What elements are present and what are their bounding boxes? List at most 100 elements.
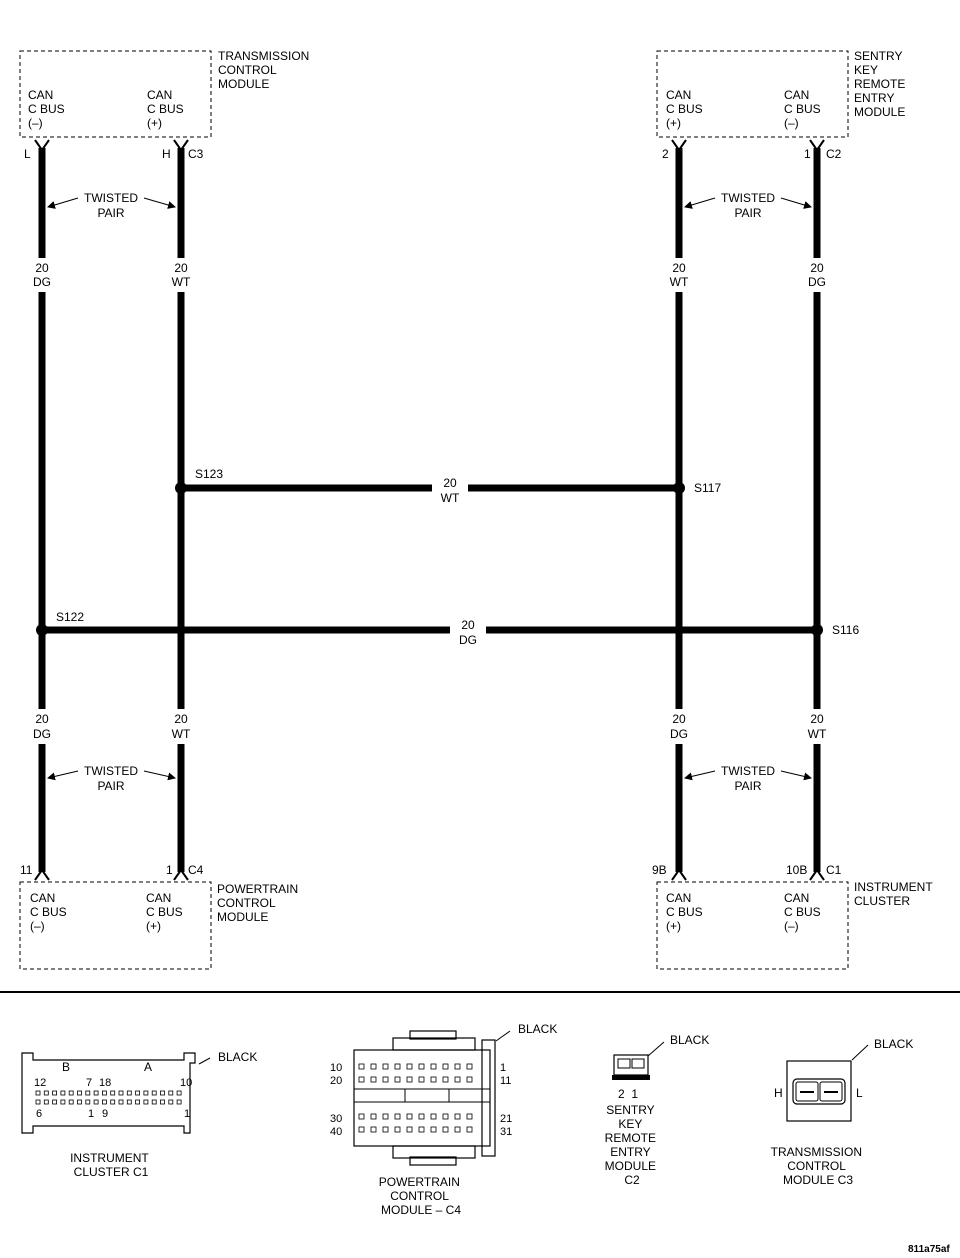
- pin-cavity: [394, 1113, 401, 1120]
- pin-cavity: [160, 1099, 165, 1105]
- pcm-module: POWERTRAIN CONTROL MODULE CAN C BUS (–) …: [19, 863, 298, 970]
- splice-label-s122: S122: [56, 610, 84, 624]
- pin-cavity: [151, 1099, 157, 1105]
- pin-cavity: [370, 1076, 377, 1083]
- ic-c1-pin-12: 12: [34, 1077, 46, 1089]
- pin-cavity: [382, 1126, 389, 1133]
- ic-pin-plus-label: CAN C BUS (+): [666, 891, 706, 933]
- pin-cavity: [168, 1099, 174, 1105]
- pin-cavity: [118, 1090, 124, 1096]
- pin-cavity: [358, 1076, 365, 1083]
- tcm-pin-minus-label: CAN C BUS (–): [28, 88, 68, 130]
- pcm-box: [19, 881, 212, 970]
- pcm-c4-pin-40: 40: [330, 1126, 342, 1138]
- pin-cavity: [358, 1126, 365, 1133]
- pin-cavity: [394, 1076, 401, 1083]
- pin-cavity: [85, 1099, 91, 1105]
- splice-label-s116: S116: [832, 623, 859, 637]
- ic-c1-pin-18: 18: [99, 1077, 111, 1089]
- pin-cavity: [93, 1090, 99, 1096]
- wire-gauge-label: 20: [174, 261, 188, 275]
- tcm-c3-pin-h: H: [774, 1086, 783, 1100]
- pin-cavity: [382, 1063, 389, 1070]
- wire-gauge-label: 20: [174, 712, 188, 726]
- tcm-connector-id: C3: [188, 147, 204, 161]
- ic-c1-pin-1b: 1: [184, 1108, 190, 1120]
- pin-cavity: [442, 1076, 449, 1083]
- pin-cavity: [406, 1126, 413, 1133]
- tcm-box: [19, 50, 212, 138]
- wire-gauge-label: 20: [35, 712, 49, 726]
- pin-cavity: [68, 1090, 74, 1096]
- pin-cavity: [35, 1099, 41, 1105]
- pin-cavity: [135, 1090, 141, 1096]
- pin-cavity: [35, 1090, 41, 1096]
- pin-cavity: [126, 1099, 132, 1105]
- skreem-c2-pins: 2 1: [618, 1087, 638, 1101]
- wire-gauge-label: 20: [672, 261, 686, 275]
- ic-c1-pin-9: 9: [102, 1108, 108, 1120]
- wire-gauge-label: 20: [443, 476, 457, 490]
- ic-c1-pin-6: 6: [36, 1108, 42, 1120]
- pin-cavity: [418, 1126, 425, 1133]
- connector-skreem-c2: BLACK 2 1 SENTRY KEY REMOTE ENTRY MODULE…: [605, 1033, 710, 1187]
- ic-module: INSTRUMENT CLUSTER CAN C BUS (+) CAN C B…: [652, 863, 936, 970]
- pcm-pin-11: 11: [20, 863, 33, 877]
- pin-cavity: [52, 1099, 57, 1105]
- ic-c1-label: INSTRUMENT CLUSTER C1: [70, 1151, 152, 1179]
- pin-cavity: [118, 1099, 124, 1105]
- pcm-c4-pin-10: 10: [330, 1062, 342, 1074]
- skreem-c2-color: BLACK: [670, 1033, 709, 1047]
- wire-color-label: WT: [172, 727, 191, 741]
- skreem-box: [656, 50, 849, 138]
- pin-cavity: [454, 1063, 461, 1070]
- pin-cavity: [77, 1099, 82, 1105]
- pin-cavity: [406, 1113, 413, 1120]
- pin-cavity: [418, 1076, 425, 1083]
- pcm-connector-id: C4: [188, 863, 204, 877]
- skreem-c2-label: SENTRY KEY REMOTE ENTRY MODULE C2: [605, 1103, 660, 1187]
- wire-gauge-label: 20: [810, 712, 824, 726]
- pin-cavity: [110, 1099, 116, 1105]
- pin-cavity: [143, 1099, 149, 1105]
- wire-color-label: DG: [459, 633, 477, 647]
- wire-color-label: DG: [670, 727, 688, 741]
- pin-cavity: [466, 1076, 473, 1083]
- skreem-pin-plus-label: CAN C BUS (+): [666, 88, 706, 130]
- skreem-pin-2: 2: [662, 147, 669, 161]
- pin-cavity: [430, 1063, 437, 1070]
- pin-cavity: [160, 1090, 165, 1096]
- pin-cavity: [126, 1090, 132, 1096]
- pin-cavity: [143, 1090, 149, 1096]
- tcm-pin-l: L: [24, 147, 31, 161]
- ic-c1-row-a: A: [144, 1060, 152, 1074]
- ic-connector-id: C1: [826, 863, 842, 877]
- pin-cavity: [382, 1076, 389, 1083]
- ic-title: INSTRUMENT CLUSTER: [854, 880, 936, 908]
- pin-cavity: [358, 1063, 365, 1070]
- pin-cavity: [52, 1090, 57, 1096]
- ic-c1-pin-10: 10: [180, 1077, 192, 1089]
- splice-s122: [36, 624, 48, 636]
- pin-cavity: [370, 1126, 377, 1133]
- pin-cavity: [418, 1113, 425, 1120]
- ic-c1-row-b: B: [62, 1060, 70, 1074]
- pcm-c4-color: BLACK: [518, 1022, 557, 1036]
- pin-cavity: [394, 1063, 401, 1070]
- skreem-module: SENTRY KEY REMOTE ENTRY MODULE CAN C BUS…: [656, 49, 905, 161]
- connector-ic-c1: B A 12 7 18 10 6 1 9 1 BLACK INSTRUMENT …: [21, 1050, 257, 1179]
- pin-cavity: [466, 1063, 473, 1070]
- skreem-pin-1: 1: [804, 147, 811, 161]
- pin-cavity: [358, 1113, 365, 1120]
- tcm-c3-pin-l: L: [856, 1086, 863, 1100]
- figure-id: 811a75af: [908, 1244, 950, 1255]
- wire-gauge-label: 20: [672, 712, 686, 726]
- pin-cavity: [370, 1113, 377, 1120]
- ic-c1-color: BLACK: [218, 1050, 257, 1064]
